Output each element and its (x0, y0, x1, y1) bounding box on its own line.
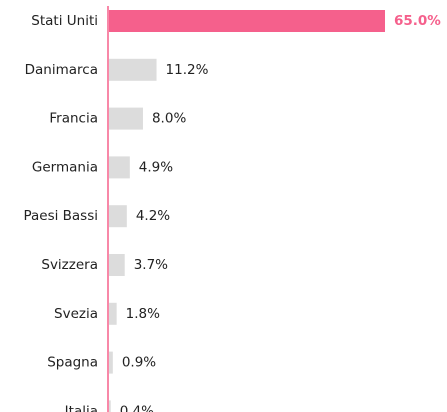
value-label-8: 0.4% (120, 403, 154, 412)
bar-3 (109, 156, 130, 179)
value-label-5: 3.7% (134, 257, 168, 273)
value-label-1: 11.2% (166, 62, 209, 78)
value-labels-group: 65.0% 11.2% 8.0% 4.9% 4.2% 3.7% 1.8% 0.9% 0.4% (120, 13, 442, 412)
category-label-0: Stati Uniti (31, 13, 98, 29)
category-label-8: Italia (65, 403, 98, 412)
category-label-4: Paesi Bassi (23, 208, 98, 224)
value-label-0: 65.0% (394, 13, 441, 29)
bar-1 (109, 58, 157, 81)
category-label-2: Francia (49, 111, 98, 127)
category-label-3: Germania (32, 159, 98, 175)
value-label-7: 0.9% (122, 355, 156, 371)
category-label-5: Svizzera (41, 257, 98, 273)
bar-0 (109, 10, 385, 32)
category-label-1: Danimarca (25, 62, 98, 78)
bar-6 (109, 302, 117, 325)
bar-5 (109, 254, 125, 276)
value-label-3: 4.9% (139, 159, 173, 175)
category-label-7: Spagna (47, 355, 98, 371)
value-label-2: 8.0% (152, 111, 186, 127)
value-label-6: 1.8% (126, 306, 160, 322)
bar-2 (109, 107, 143, 130)
category-label-6: Svezia (54, 306, 98, 322)
value-label-4: 4.2% (136, 208, 170, 224)
bar-8 (109, 400, 111, 412)
category-labels-group: Stati UnitiDanimarcaFranciaGermaniaPaesi… (23, 13, 98, 412)
bar-4 (109, 205, 127, 228)
bars-group (109, 10, 385, 412)
bar-7 (109, 351, 113, 374)
